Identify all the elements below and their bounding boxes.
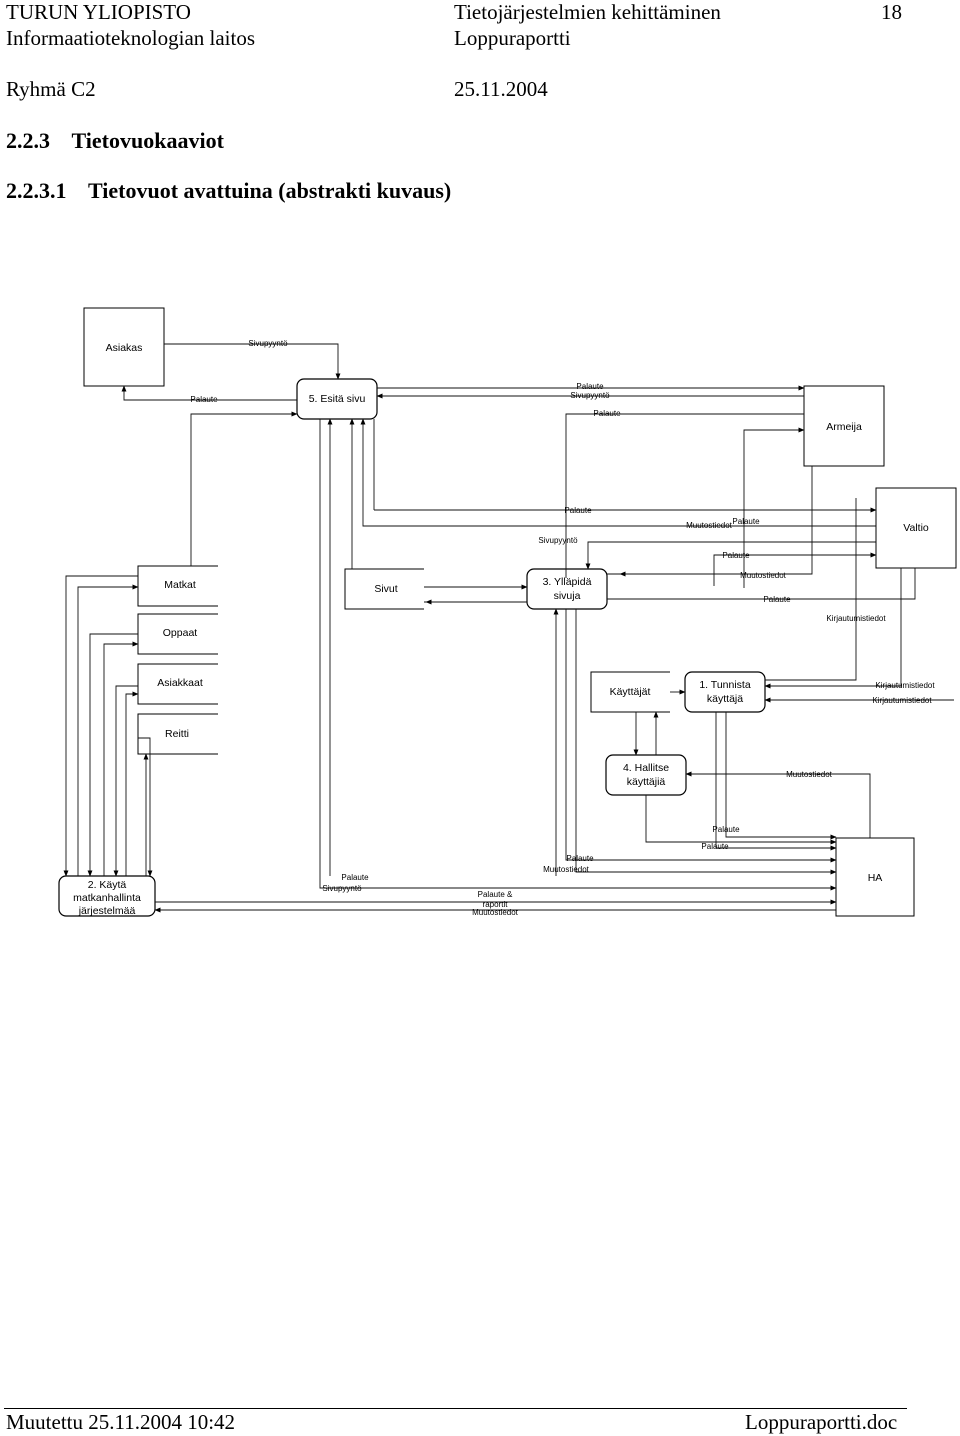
header-doc: Loppuraportti: [454, 26, 571, 50]
flow-label: Sivupyyntö: [248, 339, 288, 348]
flow-label: Palaute: [722, 551, 750, 560]
header-course: Tietojärjestelmien kehittäminen: [454, 0, 721, 24]
process-2-label-3: järjestelmää: [78, 905, 136, 917]
flow-label: raportit: [483, 900, 509, 909]
flow-label: Palaute: [566, 854, 594, 863]
store-kayttajat: Käyttäjät: [590, 671, 670, 713]
flow-label: Kirjautumistiedot: [875, 681, 935, 690]
process-4: 4. Hallitse käyttäjiä: [605, 754, 687, 796]
section-title: Tietovuokaaviot: [71, 128, 224, 153]
footer-modified: Muutettu 25.11.2004 10:42: [6, 1410, 236, 1434]
process-2: 2. Käytä matkanhallinta järjestelmää: [58, 875, 156, 917]
section-heading: 2.2.3 Tietovuokaaviot: [6, 128, 224, 154]
process-1-label-2: käyttäjä: [707, 693, 743, 705]
store-matkat-label: Matkat: [164, 579, 196, 591]
entity-ha-label: HA: [868, 872, 883, 884]
store-oppaat: Oppaat: [137, 613, 218, 655]
store-asiakkaat-label: Asiakkaat: [157, 677, 203, 689]
entity-valtio-label: Valtio: [903, 522, 929, 534]
process-5-label: 5. Esitä sivu: [309, 393, 366, 405]
store-oppaat-label: Oppaat: [163, 627, 198, 639]
store-reitti: Reitti: [137, 713, 218, 755]
entity-valtio: Valtio: [875, 487, 957, 569]
flow-label: Sivupyyntö: [538, 536, 578, 545]
process-2-label-2: matkanhallinta: [73, 892, 141, 904]
flow-label: Kirjautumistiedot: [872, 696, 932, 705]
flow-label: Palaute: [576, 382, 604, 391]
entity-armeija-label: Armeija: [826, 421, 862, 433]
flow-label: Palaute: [701, 842, 729, 851]
section-number: 2.2.3: [6, 128, 50, 153]
header-org: TURUN YLIOPISTO: [6, 0, 191, 24]
footer-rule: [4, 1408, 907, 1409]
process-4-label-2: käyttäjiä: [627, 776, 666, 788]
flow-label: Palaute: [712, 825, 740, 834]
process-2-label-1: 2. Käytä: [88, 879, 127, 891]
store-sivut: Sivut: [344, 568, 424, 610]
flow-label: Sivupyyntö: [322, 884, 362, 893]
flow-label: Palaute: [190, 395, 218, 404]
flow-label: Muutostiedot: [472, 908, 519, 917]
process-1-label-1: 1. Tunnista: [699, 679, 751, 691]
entity-asiakas: Asiakas: [83, 307, 165, 387]
data-flow-diagram: Asiakas Armeija Valtio HA 5. Esitä sivu …: [58, 307, 957, 917]
entity-armeija: Armeija: [803, 385, 885, 467]
flow-label: Muutostiedot: [686, 521, 733, 530]
flow-label: Sivupyyntö: [570, 391, 610, 400]
subsection-heading: 2.2.3.1 Tietovuot avattuina (abstrakti k…: [6, 178, 451, 204]
subsection-number: 2.2.3.1: [6, 178, 67, 203]
process-5: 5. Esitä sivu: [296, 378, 378, 420]
process-3: 3. Ylläpidä sivuja: [526, 568, 608, 610]
process-4-label-1: 4. Hallitse: [623, 762, 669, 774]
entity-ha: HA: [835, 837, 915, 917]
footer-file: Loppuraportti.doc: [745, 1410, 898, 1434]
header-date: 25.11.2004: [454, 77, 548, 101]
page-number: 18: [881, 0, 902, 24]
flow-label: Palaute: [732, 517, 760, 526]
header-group: Ryhmä C2: [6, 77, 96, 101]
subsection-title: Tietovuot avattuina (abstrakti kuvaus): [88, 178, 452, 203]
store-kayttajat-label: Käyttäjät: [610, 686, 651, 698]
flow-label: Palaute &: [478, 890, 513, 899]
flow-label: Muutostiedot: [786, 770, 833, 779]
flow-label: Palaute: [593, 409, 621, 418]
flow-label: Palaute: [763, 595, 791, 604]
process-3-label-2: sivuja: [554, 590, 581, 602]
store-matkat: Matkat: [137, 565, 218, 607]
flow-label: Muutostiedot: [543, 865, 590, 874]
store-sivut-label: Sivut: [374, 583, 397, 595]
flow-labels: Sivupyyntö Palaute Palaute Sivupyyntö Pa…: [190, 339, 935, 917]
store-reitti-label: Reitti: [165, 728, 189, 740]
flows: [63, 343, 954, 913]
store-asiakkaat: Asiakkaat: [137, 663, 218, 705]
process-1: 1. Tunnista käyttäjä: [684, 671, 766, 713]
flow-label: Kirjautumistiedot: [826, 614, 886, 623]
process-3-label-1: 3. Ylläpidä: [543, 576, 592, 588]
entity-asiakas-label: Asiakas: [106, 342, 143, 354]
header-dept: Informaatioteknologian laitos: [6, 26, 256, 50]
flow-label: Palaute: [564, 506, 592, 515]
flow-label: Muutostiedot: [740, 571, 787, 580]
flow-label: Palaute: [341, 873, 369, 882]
